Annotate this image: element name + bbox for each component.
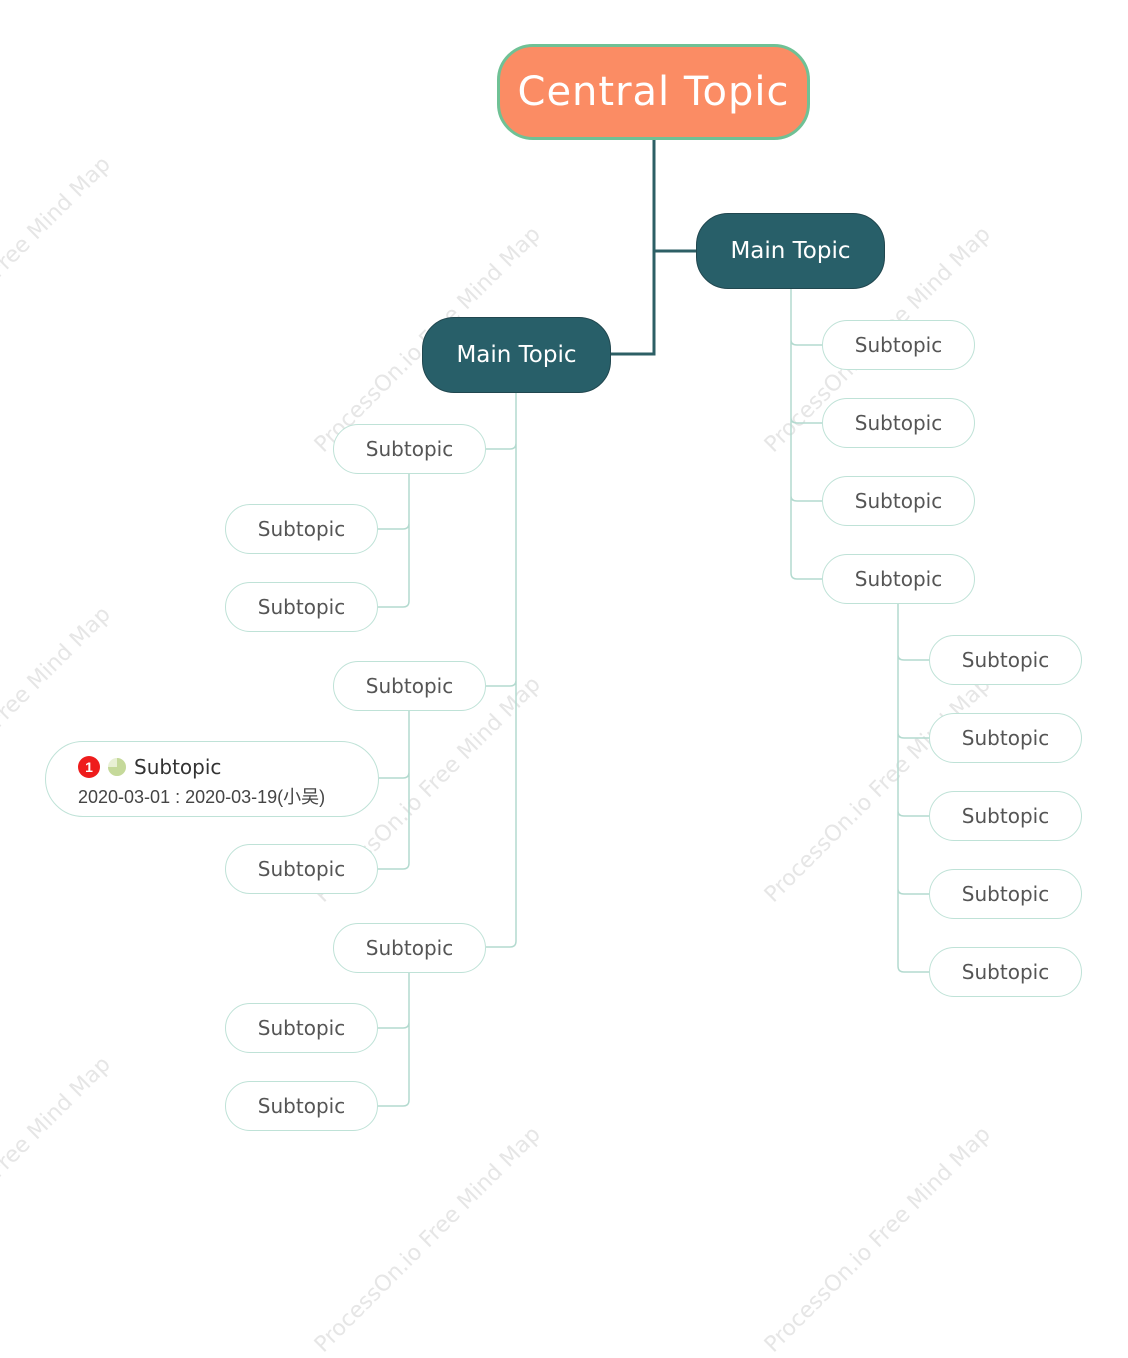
progress-three-quarter-icon	[108, 758, 126, 776]
subtopic-label: Subtopic	[961, 726, 1050, 750]
mind-map-canvas: ProcessOn.io Free Mind Map ProcessOn.io …	[0, 44, 1082, 1358]
right-subtopic[interactable]: Subtopic	[822, 320, 975, 370]
left-group3-connector	[378, 973, 410, 1107]
main-topic-label: Main Topic	[456, 342, 577, 368]
main-topic-right[interactable]: Main Topic	[696, 213, 885, 289]
right-nested-subtopic[interactable]: Subtopic	[929, 869, 1082, 919]
task-info-row: 1 Subtopic	[78, 754, 378, 780]
subtopic-label: Subtopic	[365, 674, 454, 698]
left-nested-subtopic[interactable]: Subtopic	[225, 582, 378, 632]
right-subtopic[interactable]: Subtopic	[822, 398, 975, 448]
left-subtopic[interactable]: Subtopic	[333, 923, 486, 973]
left-nested-subtopic[interactable]: Subtopic	[225, 1003, 378, 1053]
priority-1-icon: 1	[78, 756, 100, 778]
subtopic-label: Subtopic	[961, 882, 1050, 906]
central-topic[interactable]: Central Topic	[497, 44, 810, 140]
subtopic-label: Subtopic	[961, 960, 1050, 984]
subtopic-label: Subtopic	[854, 333, 943, 357]
right-branch-connector	[790, 289, 822, 580]
right-nested-connector	[897, 604, 929, 973]
left-group1-connector	[378, 474, 410, 608]
subtopic-label: Subtopic	[961, 804, 1050, 828]
right-nested-subtopic[interactable]: Subtopic	[929, 947, 1082, 997]
subtopic-label: Subtopic	[134, 755, 222, 779]
subtopic-label: Subtopic	[854, 489, 943, 513]
subtopic-label: Subtopic	[961, 648, 1050, 672]
subtopic-with-task-info[interactable]: 1 Subtopic 2020-03-01 : 2020-03-19(小吴)	[45, 741, 379, 817]
task-date-range: 2020-03-01 : 2020-03-19(小吴)	[78, 787, 326, 807]
subtopic-label: Subtopic	[365, 437, 454, 461]
right-subtopic[interactable]: Subtopic	[822, 554, 975, 604]
main-topic-left[interactable]: Main Topic	[422, 317, 611, 393]
subtopic-label: Subtopic	[257, 517, 346, 541]
left-nested-subtopic[interactable]: Subtopic	[225, 1081, 378, 1131]
left-subtopic[interactable]: Subtopic	[333, 424, 486, 474]
subtopic-label: Subtopic	[257, 595, 346, 619]
central-main-connector	[611, 140, 696, 356]
subtopic-label: Subtopic	[854, 411, 943, 435]
right-nested-subtopic[interactable]: Subtopic	[929, 635, 1082, 685]
subtopic-label: Subtopic	[854, 567, 943, 591]
right-nested-subtopic[interactable]: Subtopic	[929, 791, 1082, 841]
central-topic-label: Central Topic	[517, 69, 790, 115]
left-subtopic[interactable]: Subtopic	[333, 661, 486, 711]
subtopic-label: Subtopic	[257, 1016, 346, 1040]
left-nested-subtopic[interactable]: Subtopic	[225, 504, 378, 554]
subtopic-label: Subtopic	[257, 1094, 346, 1118]
left-group2-connector	[378, 711, 410, 870]
subtopic-label: Subtopic	[257, 857, 346, 881]
right-nested-subtopic[interactable]: Subtopic	[929, 713, 1082, 763]
subtopic-label: Subtopic	[365, 936, 454, 960]
left-branch-connector	[486, 393, 517, 948]
connector-lines	[378, 140, 929, 1107]
right-subtopic[interactable]: Subtopic	[822, 476, 975, 526]
left-nested-subtopic[interactable]: Subtopic	[225, 844, 378, 894]
main-topic-label: Main Topic	[730, 238, 851, 264]
